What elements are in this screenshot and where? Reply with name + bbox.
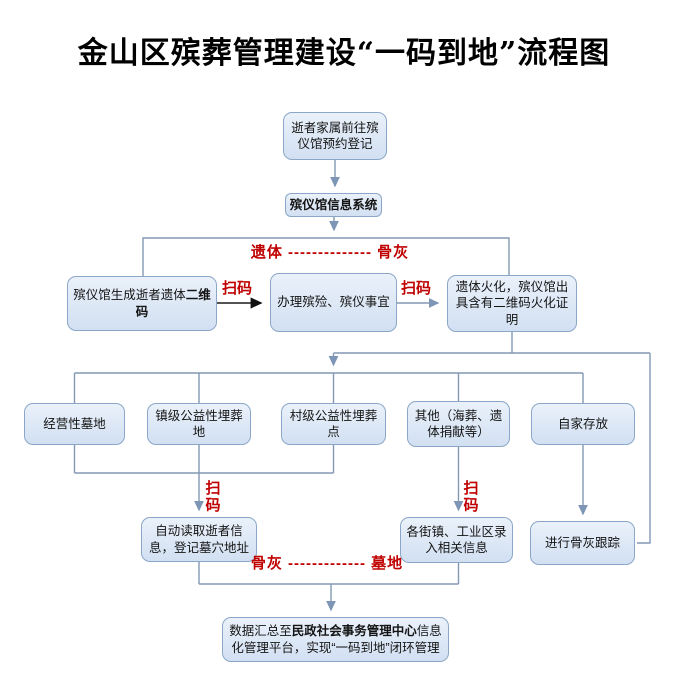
label-scan-code-2: 扫码 xyxy=(401,280,432,297)
node-other-burial: 其他（海葬、遗体捐献等） xyxy=(407,401,510,447)
node-funeral-home-system: 殡仪馆信息系统 xyxy=(285,193,382,217)
label-scan-code-1: 扫码 xyxy=(222,280,253,297)
node-commercial-cemetery: 经营性墓地 xyxy=(24,403,125,445)
node-cremation-certificate: 遗体火化，殡仪馆出具含有二维码火化证明 xyxy=(447,275,577,332)
node-village-public-cemetery: 村级公益性埋葬点 xyxy=(281,403,386,445)
node-data-summary: 数据汇总至民政社会事务管理中心信息化管理平台，实现“一码到地”闭环管理 xyxy=(222,617,449,662)
label-scan-code-3: 扫码 xyxy=(205,480,221,514)
page-title: 金山区殡葬管理建设“一码到地”流程图 xyxy=(77,36,611,71)
node-ash-tracking: 进行骨灰跟踪 xyxy=(530,521,635,565)
node-data-summary-text: 数据汇总至民政社会事务管理中心信息化管理平台，实现“一码到地”闭环管理 xyxy=(229,624,442,655)
node-handle-funeral: 办理殡殓、殡仪事宜 xyxy=(270,273,397,332)
node-family-register: 逝者家属前往殡仪馆预约登记 xyxy=(283,112,387,160)
label-scan-code-4: 扫码 xyxy=(463,480,479,514)
node-street-town-entry: 各街镇、工业区录入相关信息 xyxy=(400,517,513,563)
label-ash-to-cemetery: 骨灰 ------------- 墓地 xyxy=(250,555,404,572)
node-generate-qrcode: 殡仪馆生成逝者遗体二维码 xyxy=(67,276,217,331)
node-generate-qrcode-text: 殡仪馆生成逝者遗体二维码 xyxy=(73,288,211,319)
node-auto-read-info: 自动读取逝者信息，登记墓穴地址 xyxy=(141,517,257,562)
node-town-public-cemetery: 镇级公益性埋葬地 xyxy=(147,403,251,445)
label-body-to-ash: 遗体 -------------- 骨灰 xyxy=(250,244,410,261)
node-home-storage: 自家存放 xyxy=(531,403,635,445)
